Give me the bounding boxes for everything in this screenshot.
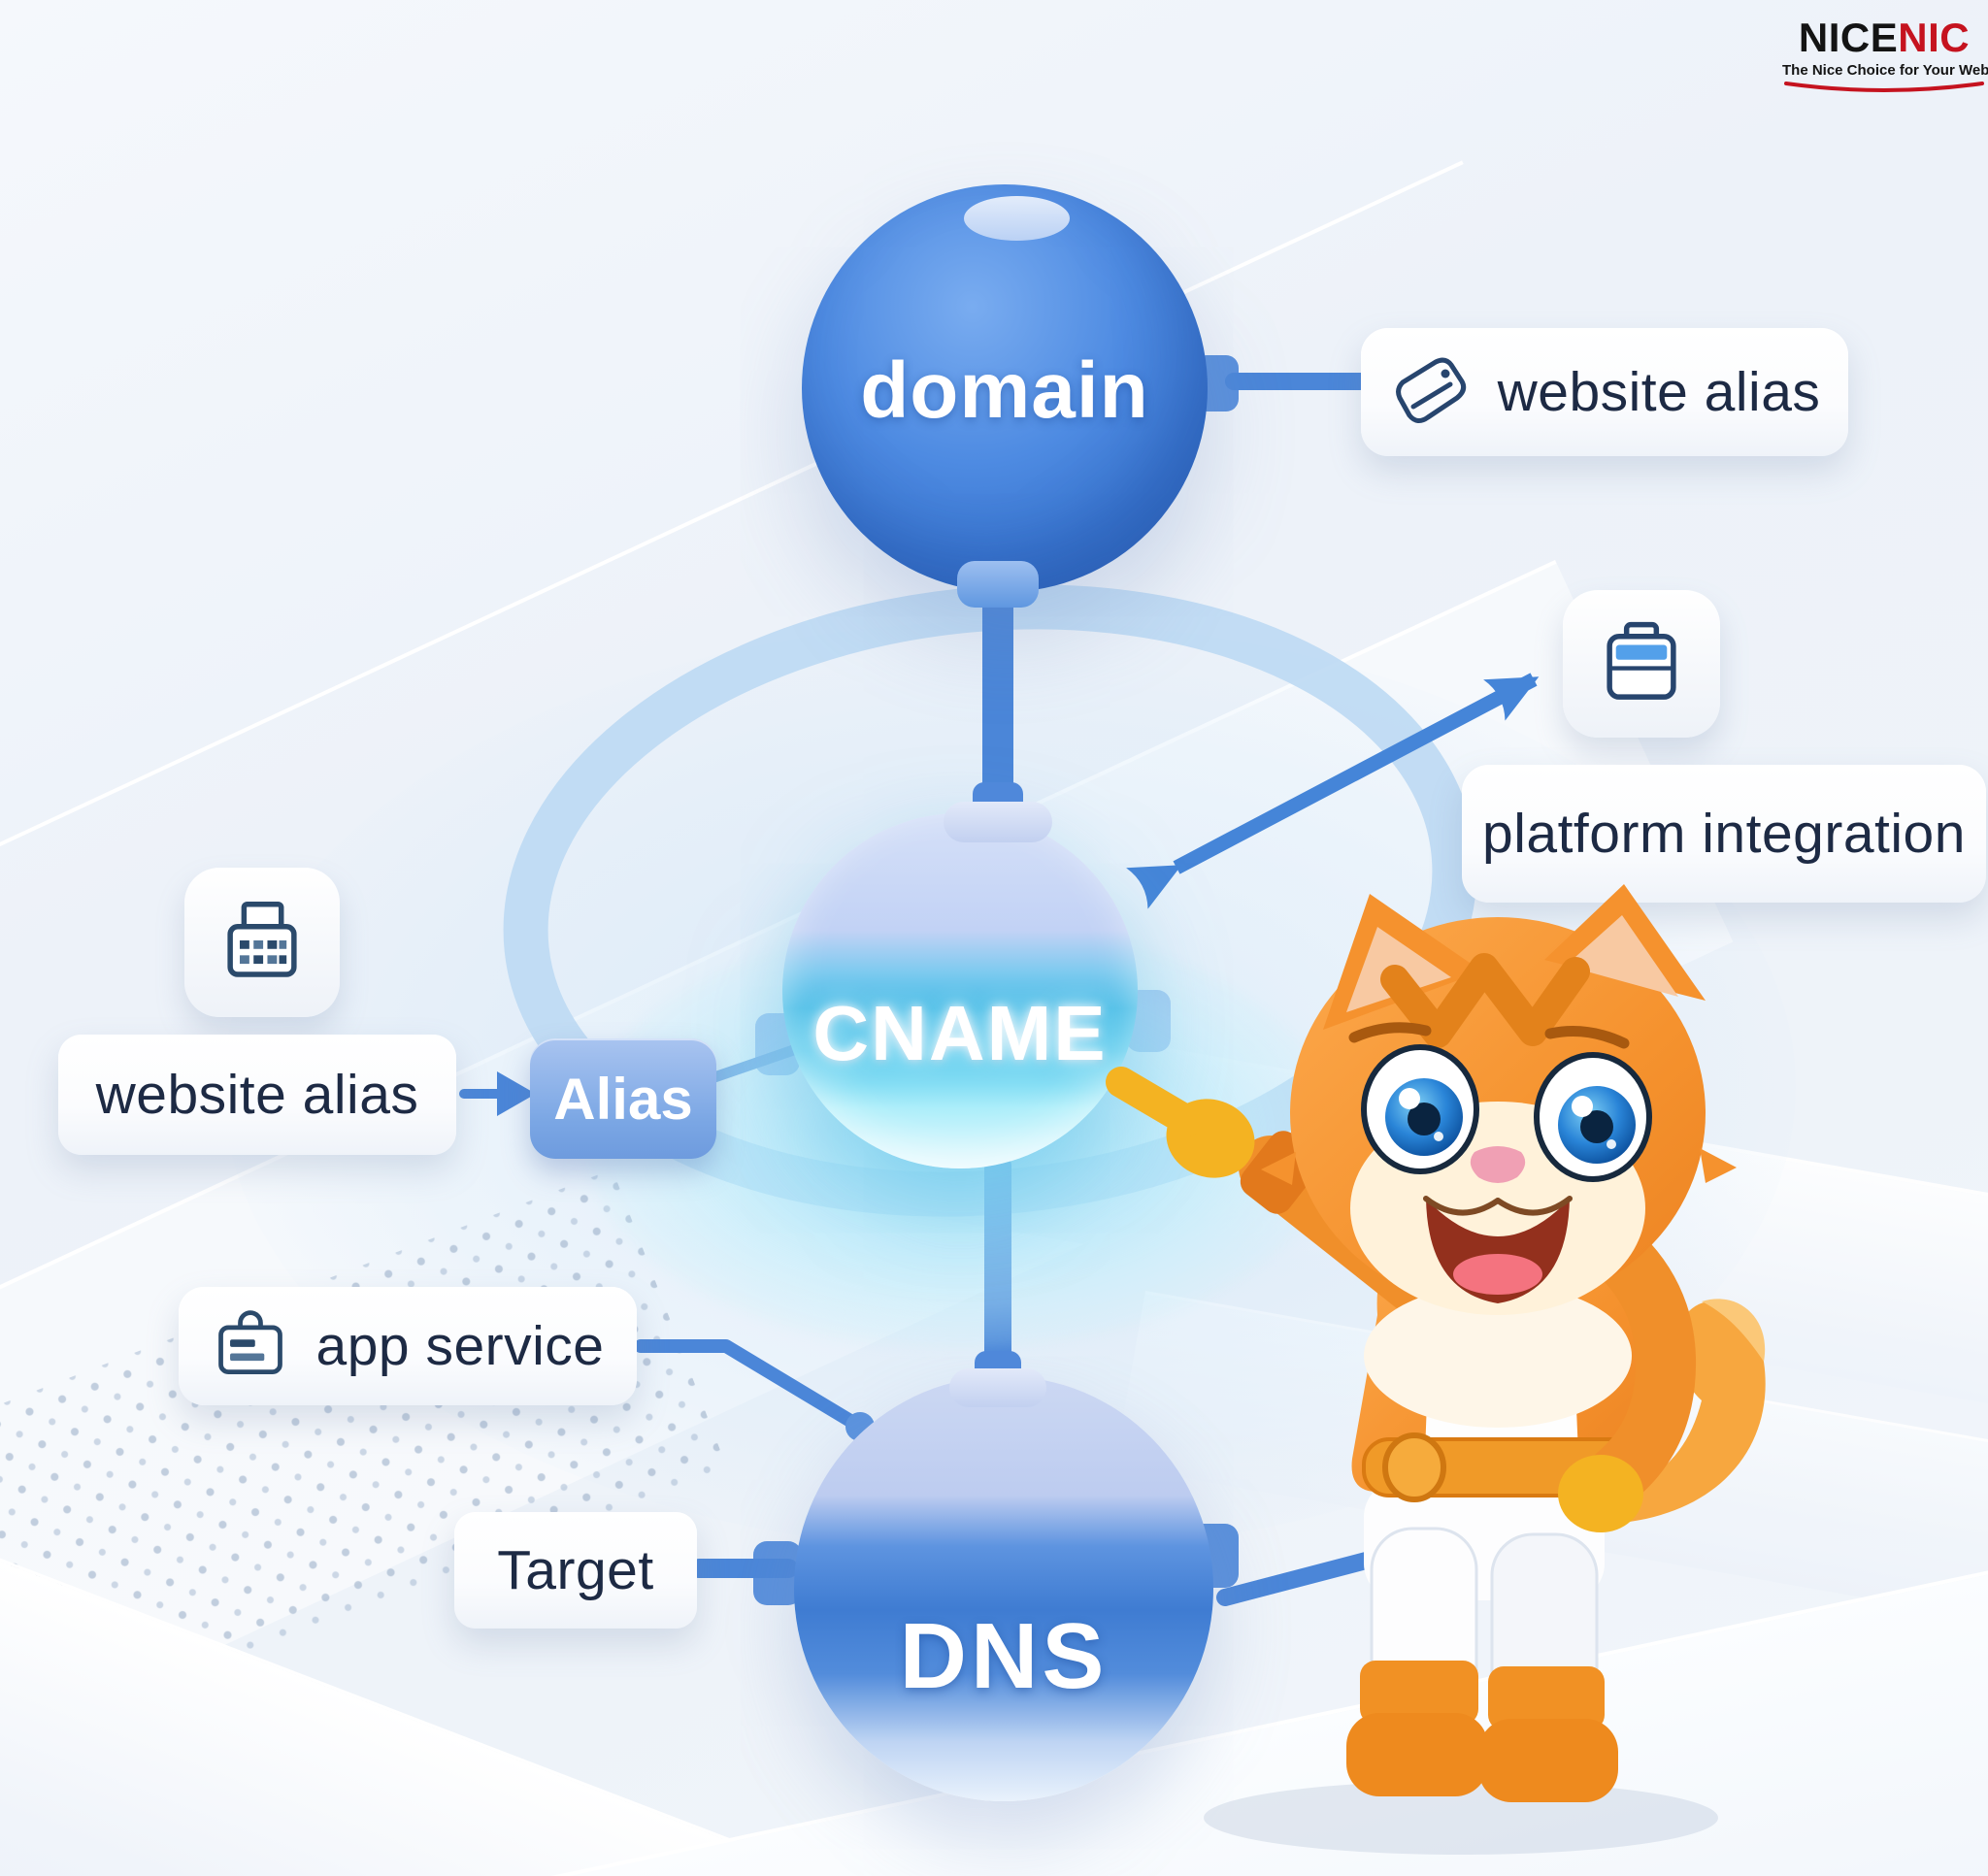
cat-tail (1599, 1300, 1766, 1523)
cat-brow-left (1348, 1022, 1432, 1043)
callout-platform-integration: platform integration (1462, 765, 1986, 903)
briefcase-icon (1597, 617, 1686, 711)
callout-label: platform integration (1482, 803, 1966, 865)
callout-label: Target (497, 1539, 654, 1601)
cat-finger (1106, 1067, 1203, 1136)
rod-domain-cname (982, 576, 1013, 835)
rod-domain-card (1225, 373, 1369, 390)
cat-tongue (1453, 1254, 1542, 1295)
node-domain-label: domain (860, 346, 1149, 435)
rod-target-dns (689, 1559, 798, 1578)
cat-tail-tip (1702, 1299, 1766, 1362)
callout-label: website alias (1497, 361, 1821, 423)
logo-swoosh (1784, 82, 1984, 92)
alias-chip: Alias (530, 1038, 716, 1159)
cat-forehead-stripes (1380, 953, 1590, 1048)
joint-domain-bottom (957, 561, 1039, 608)
cat-boot-left-cuff (1360, 1661, 1478, 1725)
fax-printer-icon (217, 896, 307, 990)
cat-mascot (1106, 884, 1766, 1855)
wordmark-red: NIC (1898, 15, 1971, 60)
node-dns-label: DNS (899, 1604, 1109, 1709)
nicenic-logo: NICENIC The Nice Choice for Your Web (1782, 17, 1988, 96)
cat-boot-right-cuff (1488, 1666, 1605, 1730)
node-dns: DNS (794, 1376, 1213, 1801)
platform-integration-icon-card (1563, 590, 1720, 738)
callout-target: Target (454, 1512, 697, 1629)
wordmark-black: NICE (1798, 15, 1899, 60)
cat-boot-right (1478, 1719, 1618, 1802)
cat-eye-right (1534, 1052, 1652, 1182)
callout-website-alias-left: website alias (58, 1035, 456, 1155)
cat-cheek-fluff-right (1700, 1148, 1737, 1183)
link-appservice-dns (634, 1339, 867, 1433)
cat-smile-line (1423, 1196, 1573, 1216)
callout-app-service: app service (179, 1287, 637, 1405)
cat-ruff (1364, 1284, 1632, 1428)
cat-eye-left (1361, 1044, 1479, 1174)
nicenic-tagline: The Nice Choice for Your Web (1782, 62, 1988, 79)
joint-dns-top (949, 1368, 1046, 1407)
id-card-icon (212, 1305, 289, 1388)
tag-icon (1389, 349, 1471, 436)
cat-nose (1470, 1146, 1526, 1183)
arrowhead-websitealias-alias (497, 1071, 536, 1116)
node-cname: CNAME (782, 813, 1138, 1168)
cat-boot-left (1346, 1713, 1488, 1796)
cat-cheek-fluff-left (1261, 1152, 1296, 1185)
cat-ear-right-inner (1566, 915, 1678, 997)
website-alias-icon-card (184, 868, 340, 1017)
nicenic-wordmark: NICENIC (1782, 17, 1986, 58)
cat-brow-right (1544, 1026, 1630, 1049)
cat-paw-right (1558, 1455, 1643, 1532)
cat-belt-buckle (1382, 1432, 1446, 1502)
arrow-cname-platform (1126, 673, 1540, 909)
cat-arm-right (1588, 1227, 1697, 1504)
callout-label: website alias (95, 1064, 419, 1126)
node-cname-label: CNAME (812, 989, 1108, 1076)
callout-label: app service (315, 1315, 605, 1377)
node-domain: domain (802, 184, 1208, 592)
joint-cname-top (944, 802, 1052, 842)
sphere-highlight (964, 195, 1070, 241)
alias-chip-label: Alias (553, 1066, 693, 1132)
callout-website-alias-top: website alias (1361, 328, 1848, 456)
